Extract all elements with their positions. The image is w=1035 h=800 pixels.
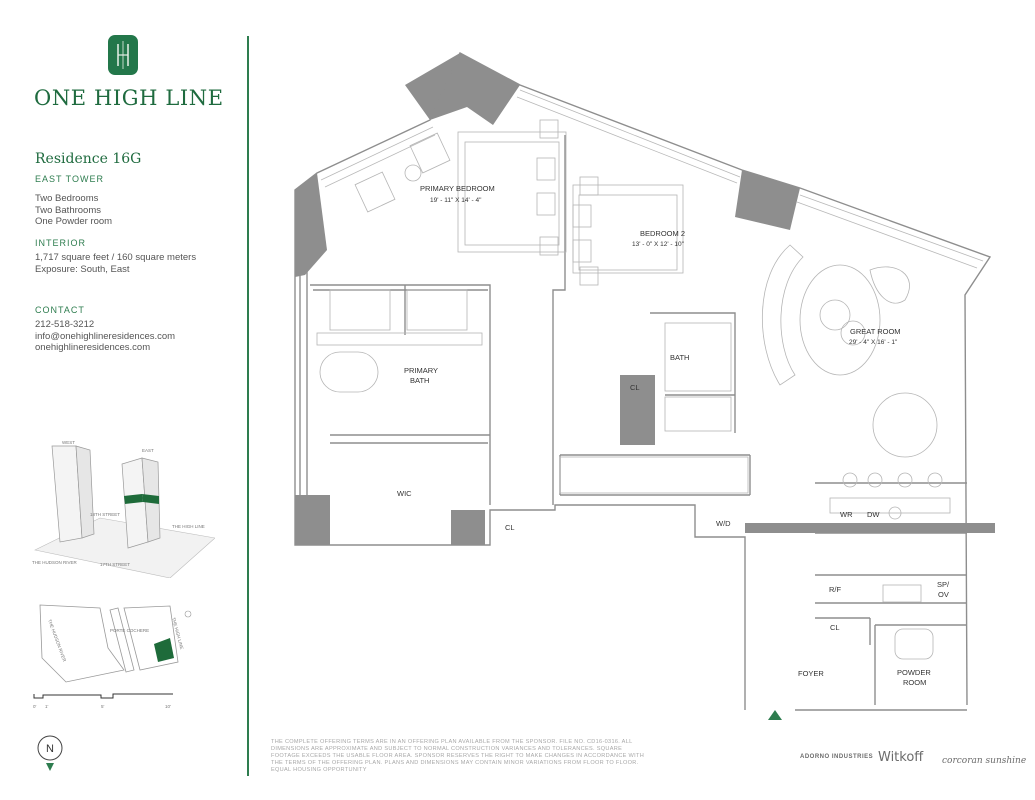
great-room-label: GREAT ROOM	[850, 327, 901, 336]
great-room-dims: 29' - 4" X 16' - 1"	[849, 339, 898, 346]
scale-label: 5'	[101, 704, 105, 709]
powder-room-label: POWDER	[897, 668, 931, 677]
structural-walls	[295, 53, 995, 545]
site-high-line-label: THE HIGH LINE	[171, 617, 184, 650]
primary-bedroom-dims: 19' - 11" X 14' - 4"	[430, 197, 482, 204]
exposure-text: Exposure: South, East	[35, 263, 130, 275]
site-highlight	[154, 638, 174, 662]
primary-bath-label-2: BATH	[410, 376, 429, 385]
compass-label: N	[46, 743, 54, 755]
site-map: THE HUDSON RIVER PORTE COCHERE THE HIGH …	[39, 604, 192, 683]
contact-email[interactable]: info@onehighlineresidences.com	[35, 330, 176, 342]
interior-details: 1,717 square feet / 160 square meters Ex…	[35, 252, 196, 275]
witkoff-logo: Witkoff	[878, 750, 924, 765]
washer-dryer-label: W/D	[716, 519, 731, 528]
brand-name: ONE HIGH LINE	[34, 86, 224, 110]
bath-label: BATH	[670, 353, 689, 362]
east-label: EAST	[142, 448, 154, 453]
stove-oven-label-2: OV	[938, 590, 949, 599]
bedroom-2-label: BEDROOM 2	[640, 229, 685, 238]
adorno-logo: ADORNO INDUSTRIES	[800, 754, 874, 760]
logo-monogram-icon	[117, 41, 129, 69]
wine-refrigerator-label: WR	[840, 510, 853, 519]
feature-item: One Powder room	[35, 216, 113, 227]
residence-title: Residence 16G	[35, 151, 142, 167]
legal-disclaimer: THE COMPLETE OFFERING TERMS ARE IN AN OF…	[271, 739, 645, 773]
high-line-label: THE HIGH LINE	[172, 524, 205, 529]
interior-heading: INTERIOR	[35, 238, 87, 248]
foyer-label: FOYER	[798, 669, 824, 678]
divider	[247, 36, 249, 776]
west-label: WEST	[62, 440, 75, 445]
wic-label: WIC	[397, 489, 412, 498]
feature-item: Two Bedrooms	[35, 193, 99, 204]
feature-list: Two Bedrooms Two Bathrooms One Powder ro…	[35, 193, 112, 228]
north-compass-icon: N	[37, 735, 63, 771]
furniture	[316, 119, 951, 660]
windows	[320, 89, 984, 269]
contact-phone[interactable]: 212-518-3212	[35, 319, 95, 330]
dishwasher-label: DW	[867, 510, 880, 519]
scale-bar: 0' 1' 5' 10'	[33, 693, 173, 709]
entry-marker-icon	[768, 710, 782, 720]
site-river-label: THE HUDSON RIVER	[47, 619, 67, 663]
sidebar: ONE HIGH LINE Residence 16G EAST TOWER T…	[0, 0, 248, 800]
street-18-label: 18TH STREET	[90, 512, 120, 517]
contact-details: 212-518-3212 info@onehighlineresidences.…	[35, 319, 175, 354]
floor-plan: PRIMARY BEDROOM 19' - 11" X 14' - 4" BED…	[294, 52, 995, 720]
scale-label: 0'	[33, 704, 37, 709]
stove-oven-label: SP/	[937, 580, 950, 589]
contact-website[interactable]: onehighlineresidences.com	[35, 342, 151, 353]
building-diagram: WEST EAST 18TH STREET 17TH STREET THE HI…	[32, 440, 215, 578]
closet-label: CL	[830, 623, 840, 632]
site-marker-icon	[184, 610, 192, 618]
closet-label: CL	[505, 523, 515, 532]
powder-room-label-2: ROOM	[903, 678, 926, 687]
porte-cochere-label: PORTE COCHERE	[110, 628, 149, 633]
area-text: 1,717 square feet / 160 square meters	[35, 252, 197, 263]
feature-item: Two Bathrooms	[35, 204, 101, 216]
partner-logos: ADORNO INDUSTRIES Witkoff corcoran sunsh…	[800, 748, 1026, 770]
tower-label: EAST TOWER	[35, 174, 105, 184]
primary-bath-label: PRIMARY	[404, 366, 438, 375]
primary-bedroom-label: PRIMARY BEDROOM	[420, 184, 495, 193]
highlight-floor	[124, 494, 143, 504]
contact-heading: CONTACT	[35, 305, 85, 315]
street-17-label: 17TH STREET	[100, 562, 130, 567]
river-label: THE HUDSON RIVER	[32, 560, 78, 565]
exterior-walls	[294, 52, 992, 711]
scale-label: 1'	[45, 704, 49, 709]
bedroom-2-dims: 13' - 0" X 12' - 10"	[632, 241, 685, 248]
logo-badge	[108, 35, 138, 75]
scale-label: 10'	[165, 704, 171, 709]
closet-label: CL	[630, 383, 640, 392]
refrigerator-label: R/F	[829, 585, 842, 594]
corcoran-logo: corcoran sunshine	[942, 756, 1027, 766]
